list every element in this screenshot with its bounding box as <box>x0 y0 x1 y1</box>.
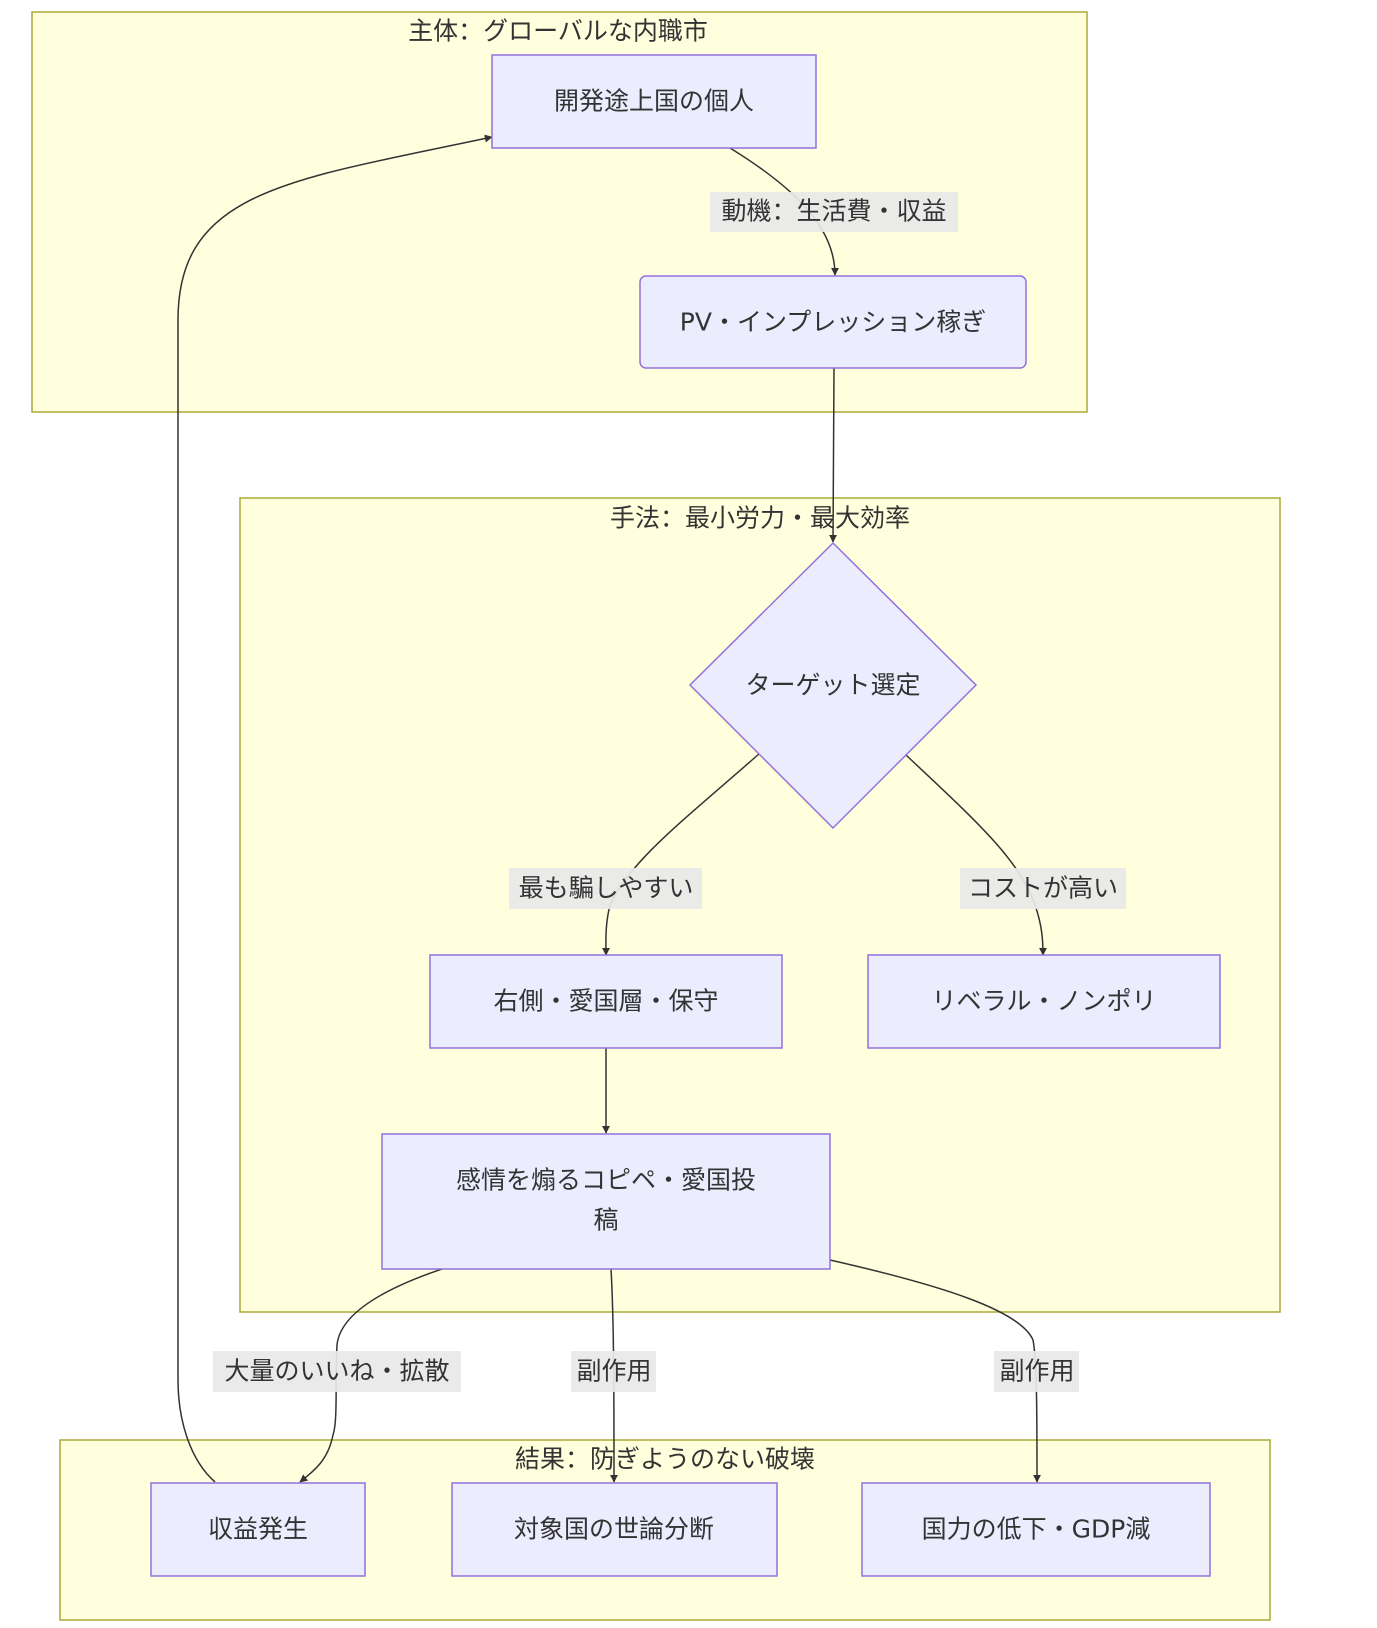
edge-label-a-b-text: 動機：生活費・収益 <box>721 197 946 226</box>
node-b-box[interactable] <box>639 275 1027 369</box>
edge-label-f-g-text: 大量のいいね・拡散 <box>224 1357 449 1386</box>
node-i-box[interactable] <box>861 1482 1211 1577</box>
edge-label-c-d: 最も騙しやすい <box>509 868 702 909</box>
edge-label-f-h: 副作用 <box>571 1351 656 1392</box>
edge-label-c-e-bg <box>960 868 1126 909</box>
node-d-label: 右側・愛国層・保守 <box>493 987 718 1016</box>
node-d-box[interactable] <box>429 954 783 1049</box>
edge-label-f-g-bg <box>213 1351 461 1392</box>
edge-label-f-i-text: 副作用 <box>999 1357 1074 1386</box>
edge-label-c-d-text: 最も騙しやすい <box>519 874 694 903</box>
node-f-label-line1: 感情を煽るコピペ・愛国投 <box>456 1166 756 1195</box>
node-a-box[interactable] <box>491 54 817 149</box>
edge-f-to-i <box>829 1259 1041 1483</box>
node-national-power-decline[interactable]: 国力の低下・GDP減 <box>861 1482 1211 1577</box>
node-a-label: 開発途上国の個人 <box>554 87 754 116</box>
node-f-box[interactable] <box>381 1133 831 1270</box>
edge-label-c-e: コストが高い <box>960 868 1126 909</box>
node-target-selection[interactable]: ターゲット選定 <box>688 541 978 830</box>
node-h-label: 対象国の世論分断 <box>514 1515 714 1544</box>
node-c-diamond[interactable] <box>688 541 978 830</box>
edge-label-f-i-bg <box>994 1351 1079 1392</box>
node-h-box[interactable] <box>451 1482 778 1577</box>
node-right-patriotic-conservative[interactable]: 右側・愛国層・保守 <box>429 954 783 1049</box>
node-liberal-nonpolitical[interactable]: リベラル・ノンポリ <box>867 954 1221 1049</box>
node-e-box[interactable] <box>867 954 1221 1049</box>
node-g-box[interactable] <box>150 1482 366 1577</box>
edge-b-to-c <box>829 367 838 543</box>
cluster-actor-title: 主体：グローバルな内職市 <box>408 17 708 46</box>
edge-label-f-h-bg <box>571 1351 656 1392</box>
cluster-result-title: 結果：防ぎようのない破壊 <box>515 1445 815 1474</box>
edge-label-c-e-text: コストが高い <box>968 874 1118 903</box>
edge-label-f-h-text: 副作用 <box>576 1357 651 1386</box>
node-g-label: 収益発生 <box>208 1515 308 1544</box>
node-developing-country-individual[interactable]: 開発途上国の個人 <box>491 54 817 149</box>
node-f-label-line2: 稿 <box>593 1206 618 1235</box>
node-pv-impressions[interactable]: PV・インプレッション稼ぎ <box>639 275 1027 369</box>
edge-label-a-b: 動機：生活費・収益 <box>710 192 958 232</box>
edge-label-f-i: 副作用 <box>994 1351 1079 1392</box>
node-e-label: リベラル・ノンポリ <box>931 987 1156 1016</box>
node-b-label: PV・インプレッション稼ぎ <box>680 308 986 337</box>
node-revenue[interactable]: 収益発生 <box>150 1482 366 1577</box>
edge-g-to-a <box>177 134 493 1483</box>
node-public-opinion-division[interactable]: 対象国の世論分断 <box>451 1482 778 1577</box>
edge-label-c-d-bg <box>509 868 702 909</box>
edge-label-a-b-bg <box>710 192 958 232</box>
node-i-label: 国力の低下・GDP減 <box>922 1515 1151 1544</box>
node-emotional-copypaste[interactable]: 感情を煽るコピペ・愛国投 稿 <box>381 1133 831 1270</box>
cluster-method-title: 手法：最小労力・最大効率 <box>610 504 910 533</box>
edge-label-f-g: 大量のいいね・拡散 <box>213 1351 461 1392</box>
node-c-label: ターゲット選定 <box>745 671 920 700</box>
